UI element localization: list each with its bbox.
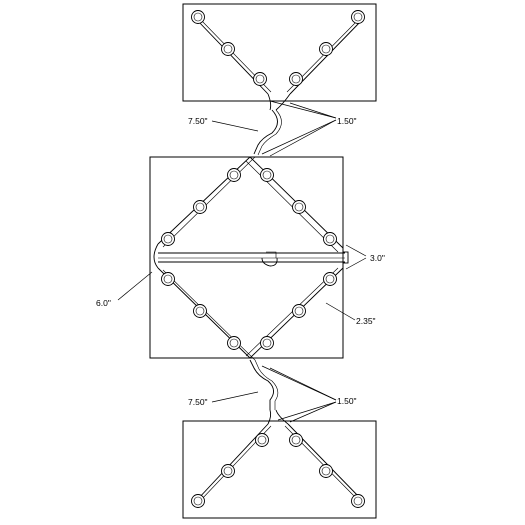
bottom-panel-wiring (196, 409, 363, 501)
label-bottom-1-50: 1.50" (337, 396, 357, 406)
label-2-35: 2.35" (356, 316, 376, 326)
top-panel (182, 3, 377, 102)
main-panel-wiring (153, 156, 349, 361)
main-panel-coils (161, 168, 337, 350)
bottom-panel (182, 420, 377, 519)
top-lead (253, 109, 278, 155)
label-top-7-50: 7.50" (188, 116, 208, 126)
top-panel-coils (191, 10, 365, 86)
top-panel-wiring (196, 19, 363, 111)
label-top-1-50: 1.50" (337, 116, 357, 126)
bottom-lead (249, 359, 274, 410)
leader-lines (117, 100, 367, 423)
bottom-panel-coils (191, 433, 365, 508)
label-bottom-7-50: 7.50" (188, 397, 208, 407)
label-6-0: 6.0" (96, 298, 111, 308)
label-3-0: 3.0" (370, 253, 385, 263)
main-panel (149, 156, 344, 359)
